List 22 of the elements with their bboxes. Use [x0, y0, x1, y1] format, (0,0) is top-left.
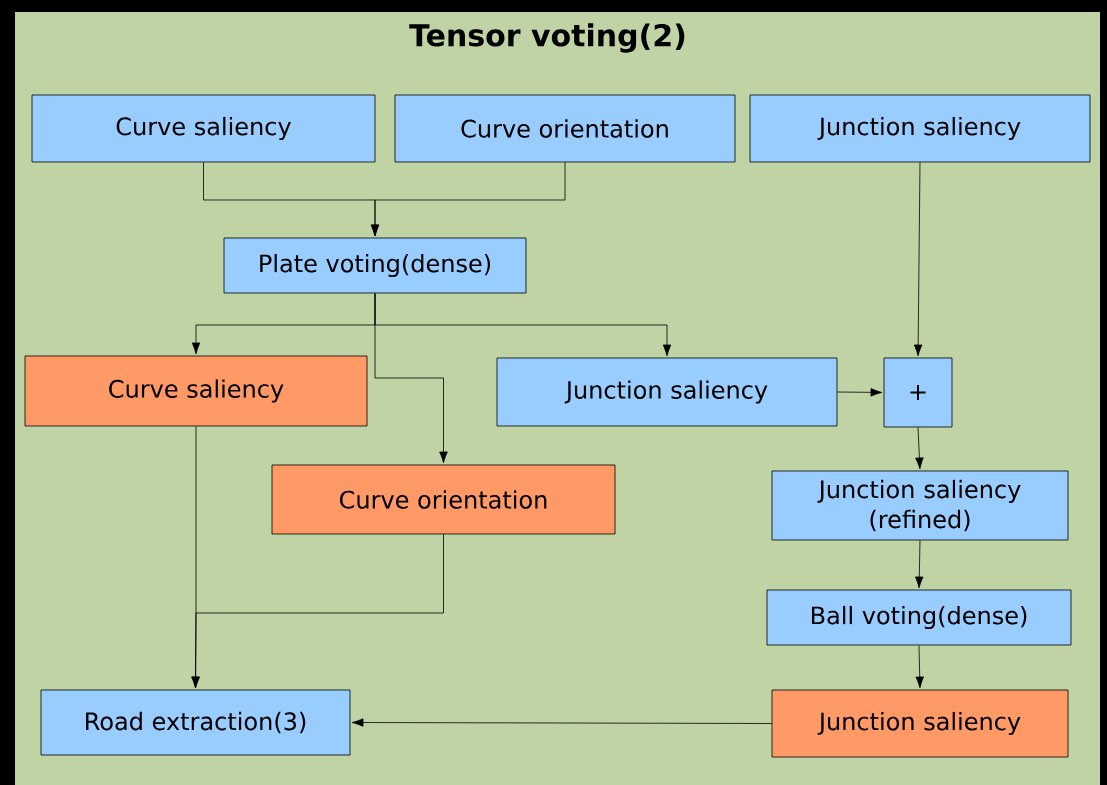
- process-box: +: [883, 357, 953, 428]
- process-box: Curve saliency: [31, 94, 376, 163]
- arrow: [351, 718, 772, 727]
- arrow: [915, 645, 924, 689]
- arrow: [913, 162, 923, 357]
- process-box: Junction saliency: [496, 357, 838, 427]
- arrow: [370, 162, 566, 237]
- process-box: Junction saliency (refined): [771, 470, 1069, 541]
- process-box: Ball voting(dense): [766, 589, 1072, 646]
- process-box: Junction saliency: [749, 94, 1091, 163]
- process-box: Curve saliency: [24, 355, 368, 427]
- process-box: Junction saliency: [771, 689, 1069, 758]
- process-box: Road extraction(3): [40, 689, 351, 756]
- arrow: [374, 293, 448, 464]
- arrow: [837, 388, 883, 397]
- title: Tensor voting(2): [409, 23, 685, 53]
- process-box: Plate voting(dense): [223, 237, 527, 294]
- arrow: [191, 534, 444, 689]
- arrow: [915, 427, 924, 470]
- process-box: Curve orientation: [271, 464, 616, 535]
- process-box: Curve orientation: [394, 94, 736, 163]
- arrow: [915, 540, 924, 589]
